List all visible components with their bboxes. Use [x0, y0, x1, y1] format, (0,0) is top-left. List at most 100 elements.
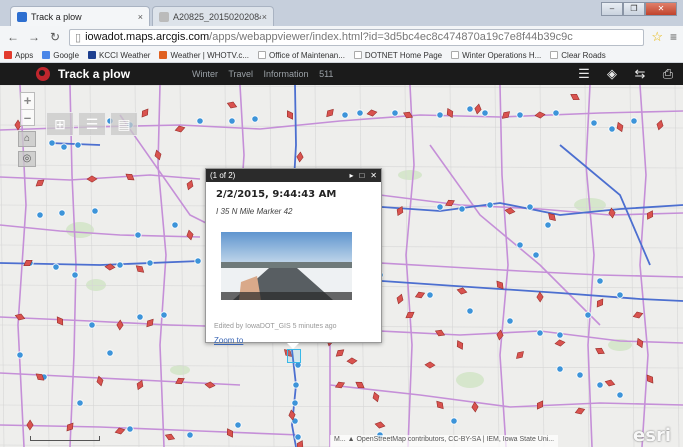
plow-dot[interactable] [228, 117, 236, 125]
locate-button[interactable]: ◎ [18, 151, 36, 167]
bookmark-clear-roads[interactable]: Clear Roads [550, 51, 606, 60]
plow-dot[interactable] [552, 109, 560, 117]
plow-dot[interactable] [536, 329, 544, 337]
plow-dot[interactable] [516, 111, 524, 119]
plow-marker[interactable] [139, 107, 150, 119]
plow-marker[interactable] [536, 291, 544, 303]
plow-marker[interactable] [496, 329, 504, 341]
plow-marker[interactable] [186, 229, 194, 241]
plow-dot[interactable] [48, 139, 56, 147]
plow-marker[interactable] [226, 100, 238, 110]
plow-marker[interactable] [288, 409, 296, 421]
plow-marker[interactable] [546, 211, 558, 223]
bookmark-kcci-weather[interactable]: KCCI Weather [88, 51, 150, 60]
plow-marker[interactable] [434, 328, 446, 338]
address-bar[interactable]: ▯ iowadot.maps.arcgis.com/apps/webappvie… [69, 28, 645, 46]
tab-close-icon[interactable]: × [137, 11, 143, 22]
plow-dot[interactable] [526, 203, 534, 211]
plow-marker[interactable] [504, 207, 516, 215]
tab-track-a-plow[interactable]: Track a plow × [10, 6, 150, 26]
plow-marker[interactable] [595, 297, 606, 309]
plow-marker[interactable] [204, 381, 216, 389]
plow-marker[interactable] [569, 92, 581, 103]
plow-marker[interactable] [414, 290, 426, 300]
plow-dot[interactable] [544, 221, 552, 229]
plow-marker[interactable] [604, 378, 616, 387]
plow-dot[interactable] [251, 115, 259, 123]
plow-marker[interactable] [656, 119, 665, 131]
plow-location-dots[interactable] [16, 105, 638, 441]
plow-dot[interactable] [136, 313, 144, 321]
plow-marker[interactable] [22, 258, 34, 269]
print-icon[interactable]: ⎙ [662, 66, 674, 81]
plow-dot[interactable] [146, 259, 154, 267]
plow-dot[interactable] [91, 207, 99, 215]
plow-dot[interactable] [556, 331, 564, 339]
plow-dot[interactable] [616, 291, 624, 299]
zoom-out-button[interactable]: – [21, 109, 34, 125]
legend-button[interactable]: ▤ [110, 112, 138, 136]
plow-marker[interactable] [34, 177, 46, 188]
plow-dot[interactable] [466, 105, 474, 113]
plow-marker[interactable] [185, 179, 194, 191]
plow-marker[interactable] [104, 263, 116, 271]
plow-marker[interactable] [64, 421, 75, 433]
plow-dot[interactable] [596, 277, 604, 285]
plow-marker[interactable] [456, 287, 468, 296]
plow-marker[interactable] [174, 125, 186, 134]
plow-marker[interactable] [134, 263, 146, 274]
bookmark-star-icon[interactable]: ☆ [651, 29, 663, 44]
plow-dot[interactable] [426, 291, 434, 299]
plow-marker[interactable] [116, 319, 124, 331]
legend-icon[interactable]: ⇆ [634, 66, 646, 81]
bookmark-dotnet[interactable]: DOTNET Home Page [353, 51, 442, 60]
plow-marker[interactable] [434, 399, 445, 411]
plow-marker[interactable] [500, 109, 512, 121]
plow-marker[interactable] [494, 279, 505, 291]
plow-dot[interactable] [116, 261, 124, 269]
plow-dot[interactable] [608, 125, 616, 133]
plow-dot[interactable] [436, 203, 444, 211]
plow-marker[interactable] [402, 110, 414, 120]
plow-dot[interactable] [36, 211, 44, 219]
plow-camera-photo[interactable] [221, 232, 352, 300]
zoom-in-button[interactable]: + [23, 93, 32, 108]
plow-marker[interactable] [535, 399, 546, 411]
plow-dot[interactable] [160, 311, 168, 319]
plow-marker[interactable] [371, 391, 380, 403]
plow-dot[interactable] [450, 417, 458, 425]
plow-marker[interactable] [471, 401, 479, 413]
plow-dot[interactable] [126, 425, 134, 433]
plow-marker[interactable] [295, 439, 305, 447]
plow-dot[interactable] [291, 417, 299, 425]
plow-dot[interactable] [186, 431, 194, 439]
plow-dot[interactable] [196, 117, 204, 125]
next-feature-icon[interactable]: ▸ [349, 171, 354, 180]
plow-dot[interactable] [106, 349, 114, 357]
plow-marker[interactable] [164, 432, 176, 442]
plow-marker[interactable] [608, 207, 616, 219]
plow-marker[interactable] [114, 427, 126, 436]
plow-heading-markers[interactable] [14, 92, 664, 447]
plow-marker[interactable] [346, 357, 358, 365]
plow-dot[interactable] [134, 231, 142, 239]
plow-dot[interactable] [88, 321, 96, 329]
plow-dot[interactable] [76, 399, 84, 407]
maximize-popup-icon[interactable]: □ [359, 171, 365, 180]
plow-marker[interactable] [285, 109, 296, 121]
maximize-button[interactable]: ❐ [623, 2, 645, 16]
plow-marker[interactable] [26, 419, 34, 431]
app-subtitle[interactable]: Winter Travel Information 511 [192, 69, 334, 79]
plow-marker[interactable] [225, 427, 236, 439]
plow-marker[interactable] [86, 175, 98, 183]
plow-marker[interactable] [296, 151, 304, 163]
zoom-to-link[interactable]: Zoom to [214, 336, 244, 345]
plow-marker[interactable] [424, 361, 436, 369]
plow-dot[interactable] [584, 311, 592, 319]
plow-marker[interactable] [444, 198, 456, 208]
layers-icon[interactable]: ◈ [607, 66, 617, 81]
plow-dot[interactable] [294, 433, 302, 441]
close-window-button[interactable]: ✕ [645, 2, 677, 16]
browser-menu-icon[interactable]: ≡ [669, 30, 677, 44]
bookmark-google[interactable]: Google [42, 51, 79, 60]
